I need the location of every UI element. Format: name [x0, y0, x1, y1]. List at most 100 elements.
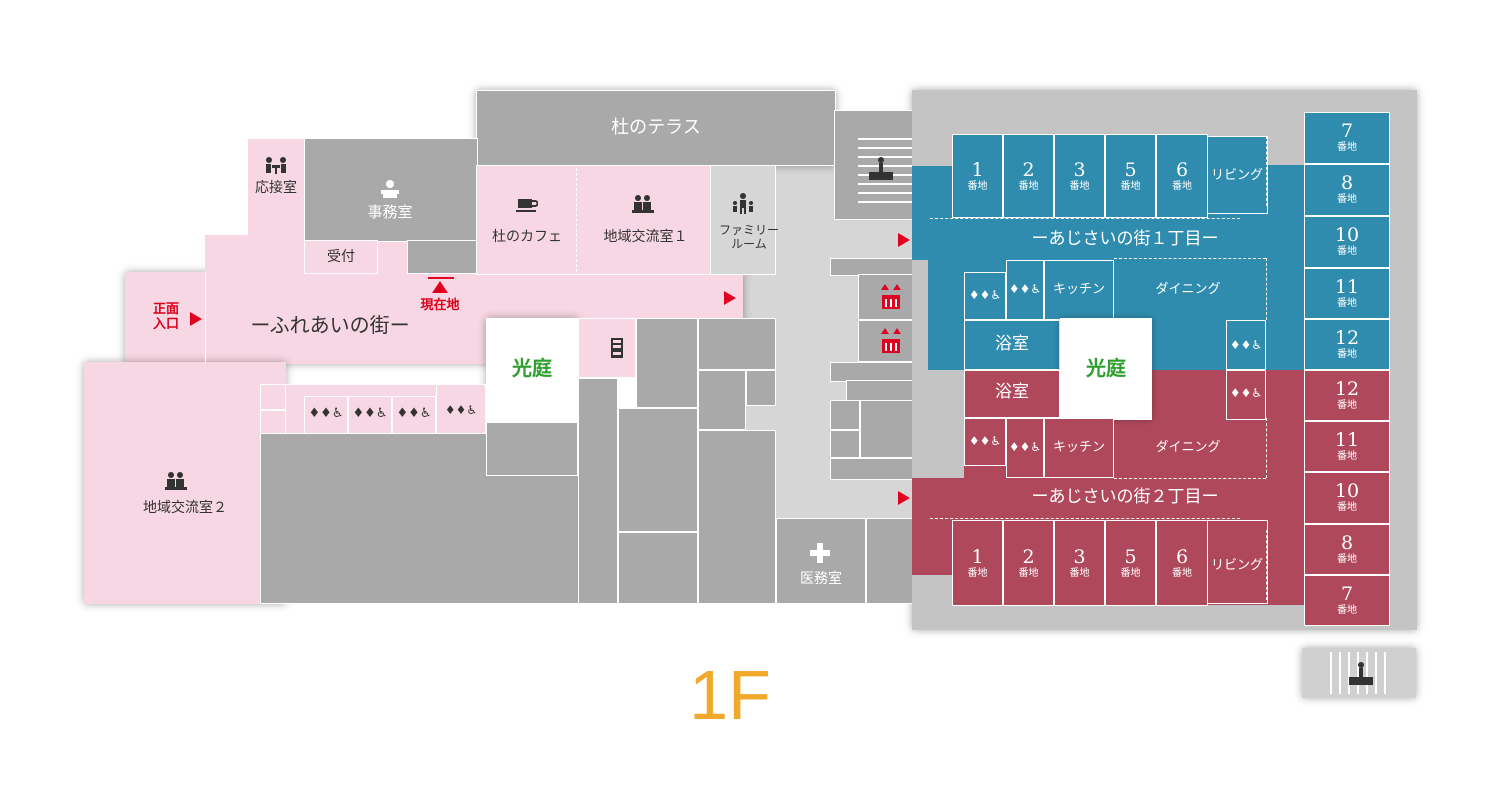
elevator-icon — [880, 282, 902, 312]
bath-1[interactable] — [964, 320, 1060, 370]
ajisai-2-dash-mid-r — [1266, 418, 1267, 478]
west-lower-room-5 — [636, 318, 698, 408]
restroom-cell-f — [436, 384, 486, 434]
group-icon — [630, 193, 656, 215]
courtyard-east-label: 光庭 — [1086, 355, 1126, 380]
ajisai-2-dash-bottom — [930, 518, 1240, 519]
main-entrance-label: 正面入口 — [152, 302, 179, 332]
restroom-icon: ♦♦♿ — [308, 405, 344, 421]
vending-area — [578, 318, 636, 378]
corridor-arrow-west-icon — [724, 291, 736, 305]
restroom-cell-c — [304, 396, 348, 434]
kitchen-2-restroom-b — [1006, 418, 1044, 478]
front-desk[interactable] — [304, 240, 378, 274]
west-lower-room-9 — [698, 430, 776, 604]
vending-machine-icon — [610, 337, 624, 359]
cafe[interactable] — [476, 165, 711, 275]
west-lower-room-2 — [578, 378, 618, 604]
fureai-street-label: ーふれあいの街ー — [250, 312, 410, 337]
kitchen-1[interactable] — [1044, 260, 1114, 320]
core-south — [830, 362, 916, 382]
community-room-1-label: 地域交流室１ — [603, 228, 688, 245]
bath-2[interactable] — [964, 370, 1060, 418]
cafe-label: 杜のカフェ — [492, 228, 562, 245]
restroom-icon-4: ♦♦♿ — [444, 403, 478, 418]
ajisai-1-notch-2 — [912, 260, 928, 370]
west-lower-room-1 — [486, 422, 578, 476]
restroom-icon-2: ♦♦♿ — [352, 405, 388, 421]
first-aid-icon — [808, 541, 832, 565]
cafe-divider — [576, 168, 577, 272]
living-2-label: リビング — [1210, 557, 1263, 573]
group-icon-2 — [163, 470, 189, 492]
restroom-icon-5: ♦♦♿ — [968, 288, 1002, 303]
core-restroom-b — [830, 430, 860, 458]
elevator-icon-2 — [880, 326, 902, 356]
kitchen-2-label: キッチン — [1052, 439, 1105, 455]
you-are-here-icon — [432, 281, 448, 293]
kitchen-2-restroom-a — [964, 418, 1006, 466]
stairs-north — [858, 138, 914, 204]
kitchen-1-label: キッチン — [1052, 281, 1105, 297]
kitchen-2[interactable] — [1044, 418, 1114, 478]
ajisai-1-notch — [912, 110, 952, 166]
ajisai-1-dash-right — [1266, 136, 1267, 206]
ajisai-2-dash-mid — [1114, 478, 1266, 479]
west-lower-room-8 — [746, 370, 776, 406]
core-south-4 — [830, 458, 916, 480]
you-are-here-label: 現在地 — [420, 297, 460, 313]
ajisai-1-entry-arrow-icon — [898, 233, 910, 247]
ajisai-2-notch-2 — [912, 575, 952, 605]
restroom-cell-a — [260, 384, 286, 410]
reception-room-label: 応接室 — [255, 179, 297, 196]
courtyard-west-label: 光庭 — [512, 355, 552, 380]
family-icon — [730, 192, 756, 216]
community-room-2-label: 地域交流室２ — [143, 499, 227, 516]
you-are-here-bar — [428, 277, 454, 279]
ajisai-2-street-label: ーあじさいの街２丁目ー — [1031, 487, 1219, 508]
dining-2-label: ダイニング — [1155, 439, 1221, 455]
stairs-icon-2 — [1348, 660, 1374, 686]
cafe-icon — [515, 195, 539, 215]
community-room-2[interactable] — [84, 362, 286, 604]
restroom-cell-b — [260, 410, 286, 434]
west-lower-room-4 — [618, 532, 698, 604]
restroom-cell-e — [392, 396, 436, 434]
restroom-icon-10: ♦♦♿ — [1008, 440, 1042, 455]
core-restroom-a — [830, 400, 860, 430]
main-entrance-arrow-icon — [190, 312, 202, 326]
bath-1-label: 浴室 — [995, 334, 1029, 355]
kitchen-1-restroom-b — [1006, 260, 1044, 320]
restroom-icon-9: ♦♦♿ — [968, 434, 1002, 449]
meeting-icon — [262, 155, 290, 177]
reception-icon — [378, 178, 402, 200]
family-room[interactable] — [710, 165, 776, 275]
restroom-icon-7: ♦♦♿ — [1229, 338, 1263, 353]
core-south-2 — [846, 380, 916, 402]
entrance-divider — [205, 272, 206, 364]
terrace-label: 杜のテラス — [611, 116, 701, 138]
